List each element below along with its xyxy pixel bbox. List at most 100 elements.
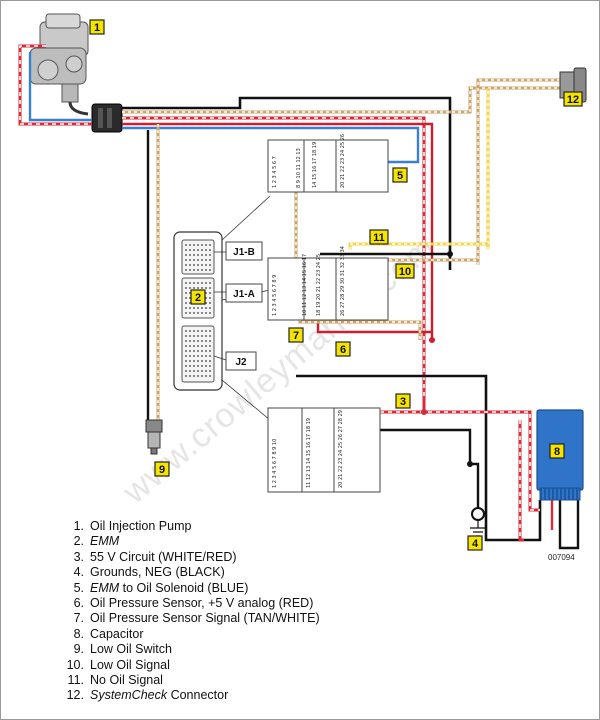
emm-pin xyxy=(209,297,211,299)
emm-pin xyxy=(209,269,211,271)
emm-pin xyxy=(185,375,187,377)
legend-item-number: 8. xyxy=(73,626,84,641)
legend-item-number: 2. xyxy=(73,534,84,549)
emm-pin xyxy=(205,244,207,246)
emm-pin xyxy=(197,249,199,251)
emm-pin xyxy=(209,259,211,261)
emm-pin xyxy=(197,340,199,342)
low-oil-switch xyxy=(145,419,163,455)
emm-pin xyxy=(209,370,211,372)
emm-pin xyxy=(201,249,203,251)
legend-item: 8.Capacitor xyxy=(60,627,320,642)
emm-pin xyxy=(205,307,207,309)
emm-pin xyxy=(189,312,191,314)
emm-pin xyxy=(209,330,211,332)
legend-item-number: 10. xyxy=(66,657,84,672)
emm-pin xyxy=(193,287,195,289)
legend-item: 10.Low Oil Signal xyxy=(60,658,320,673)
legend-item: 11.No Oil Signal xyxy=(60,673,320,688)
wire-main-harness xyxy=(122,78,560,400)
emm-pin xyxy=(193,269,195,271)
emm-pin xyxy=(201,254,203,256)
emm-pin xyxy=(189,350,191,352)
emm-pin xyxy=(189,360,191,362)
emm-pin xyxy=(205,254,207,256)
legend-item-number: 9. xyxy=(73,642,84,657)
svg-text:1 2 3 4 5 6 7 8 9: 1 2 3 4 5 6 7 8 9 xyxy=(272,275,278,316)
svg-text:J1-A: J1-A xyxy=(233,289,255,300)
svg-text:11 12 13 14 15 16 17 18 19: 11 12 13 14 15 16 17 18 19 xyxy=(306,418,312,488)
emm-pin xyxy=(185,370,187,372)
legend-item-term: EMM xyxy=(90,580,120,595)
svg-text:18 19 20 21 22 23 24 25: 18 19 20 21 22 23 24 25 xyxy=(316,254,322,316)
legend-item-text: Oil Injection Pump xyxy=(90,519,192,533)
emm-pin xyxy=(185,269,187,271)
legend-item: 7.Oil Pressure Sensor Signal (TAN/WHITE) xyxy=(60,611,320,626)
svg-text:10 11 12 13 14 15 16 17: 10 11 12 13 14 15 16 17 xyxy=(302,254,308,316)
emm-pin xyxy=(197,355,199,357)
emm-pin xyxy=(185,350,187,352)
emm-pin xyxy=(185,264,187,266)
svg-text:6: 6 xyxy=(340,344,346,356)
svg-text:2: 2 xyxy=(195,292,201,304)
emm-pin xyxy=(205,259,207,261)
connector-j1-a-pinout: 1 2 3 4 5 6 7 8 9 10 11 12 13 14 15 16 1… xyxy=(267,246,389,321)
emm-pin xyxy=(185,259,187,261)
callout-1: 1 xyxy=(89,19,105,35)
emm-pin xyxy=(201,340,203,342)
oil-injection-pump xyxy=(29,13,89,116)
emm-pin xyxy=(205,370,207,372)
emm-pin xyxy=(209,282,211,284)
callout-10: 10 xyxy=(395,263,415,279)
legend-item-number: 4. xyxy=(73,565,84,580)
label-j1-b: J1-B xyxy=(225,241,263,261)
emm-pin xyxy=(197,264,199,266)
legend-item: 4.Grounds, NEG (BLACK) xyxy=(60,565,320,580)
emm-pin xyxy=(185,307,187,309)
emm-pin xyxy=(197,370,199,372)
emm-pin xyxy=(205,345,207,347)
emm-pin xyxy=(205,282,207,284)
emm-pin xyxy=(185,254,187,256)
legend-item-number: 7. xyxy=(73,611,84,626)
legend-item: 1.Oil Injection Pump xyxy=(60,519,320,534)
emm-pin xyxy=(189,244,191,246)
emm-pin xyxy=(197,365,199,367)
emm-pin xyxy=(201,312,203,314)
emm-pin xyxy=(185,282,187,284)
callout-3: 3 xyxy=(395,393,411,409)
emm-pin xyxy=(193,360,195,362)
legend-item-number: 6. xyxy=(73,595,84,610)
emm-pin xyxy=(201,307,203,309)
legend-item: 6.Oil Pressure Sensor, +5 V analog (RED) xyxy=(60,596,320,611)
callout-11: 11 xyxy=(369,229,389,245)
svg-text:J2: J2 xyxy=(235,357,247,368)
emm-pin xyxy=(209,312,211,314)
emm-pin xyxy=(193,264,195,266)
callout-4: 4 xyxy=(467,535,483,551)
emm-pin xyxy=(201,335,203,337)
svg-text:1 2 3 4 5 6 7 8 9 10: 1 2 3 4 5 6 7 8 9 10 xyxy=(272,439,278,488)
legend-item-term: EMM xyxy=(90,534,120,549)
emm-pin xyxy=(205,330,207,332)
emm-pin xyxy=(189,254,191,256)
emm-pin xyxy=(197,350,199,352)
svg-text:1: 1 xyxy=(94,22,100,34)
emm-pin xyxy=(201,375,203,377)
svg-text:5: 5 xyxy=(397,170,403,182)
emm-pin xyxy=(209,365,211,367)
emm-pin xyxy=(193,375,195,377)
emm-pin xyxy=(201,259,203,261)
emm-pin xyxy=(193,254,195,256)
emm-pin xyxy=(205,375,207,377)
svg-text:10: 10 xyxy=(399,266,411,278)
emm-pin xyxy=(189,282,191,284)
emm-pin xyxy=(193,330,195,332)
emm-pin xyxy=(193,355,195,357)
legend-item: 12.SystemCheck Connector xyxy=(60,688,320,703)
legend-item-text: Connector xyxy=(167,688,229,703)
emm-pin xyxy=(209,249,211,251)
emm-pin xyxy=(197,312,199,314)
emm-pin xyxy=(197,287,199,289)
emm-pin xyxy=(185,360,187,362)
